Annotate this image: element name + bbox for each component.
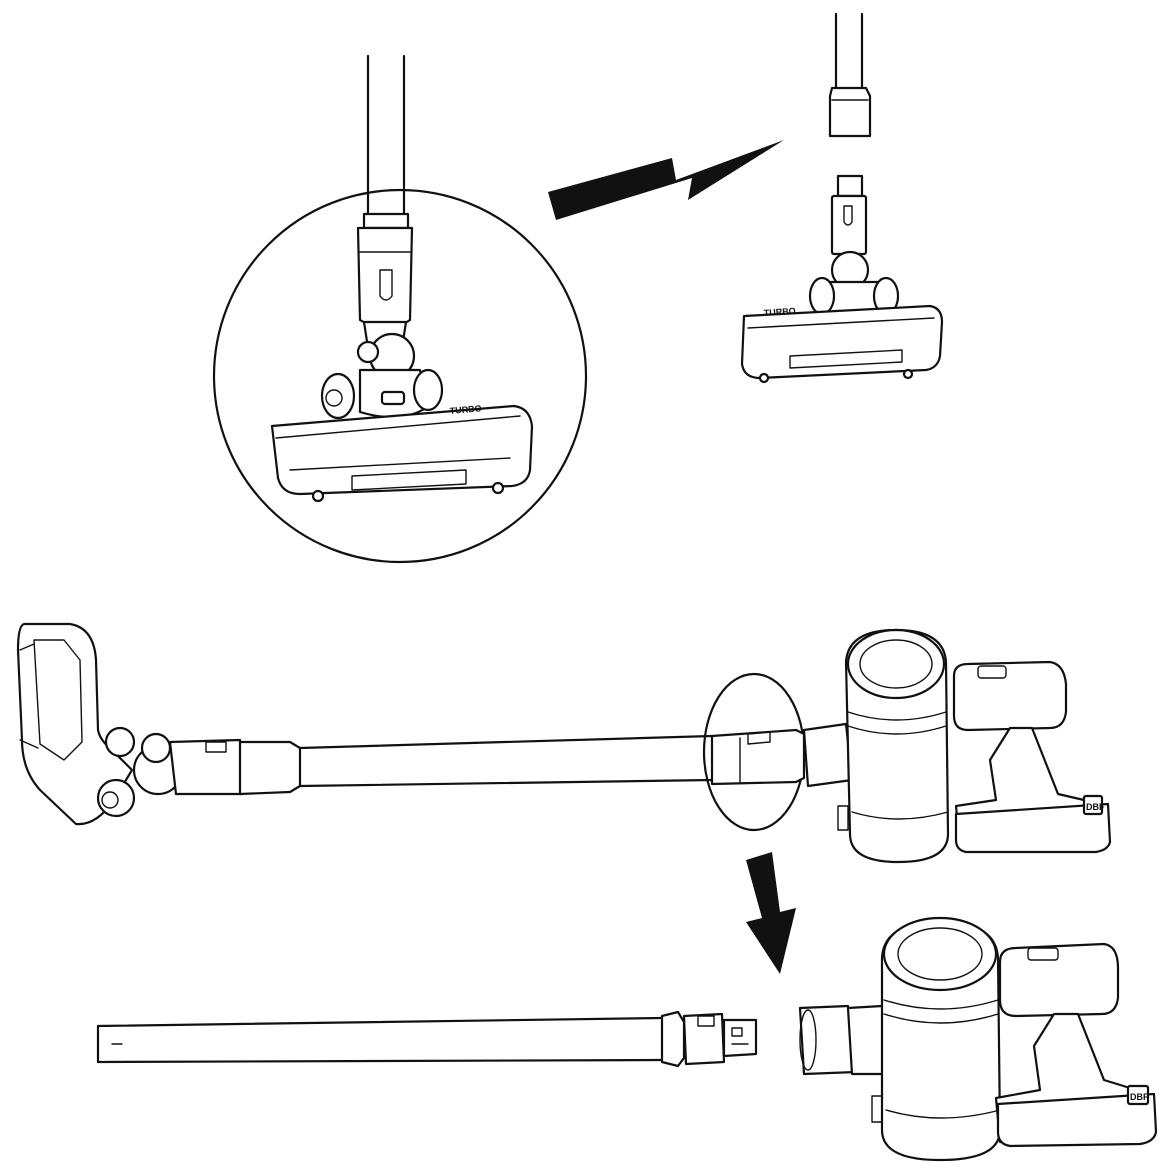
main-tube bbox=[238, 734, 714, 796]
detached-brush-head: TURBO bbox=[740, 174, 944, 384]
full-vacuum-assembled: DBF bbox=[16, 622, 1112, 864]
battery-label-top: DBF bbox=[1086, 802, 1105, 812]
brush-head-attached: TURBO bbox=[270, 403, 534, 503]
handheld-unit-bottom: DBF bbox=[798, 916, 1158, 1162]
separated-tube bbox=[96, 1010, 758, 1068]
battery-label-bottom: DBF bbox=[1130, 1092, 1149, 1102]
head-wheels bbox=[320, 368, 444, 420]
brush-head-side bbox=[16, 622, 244, 826]
swivel-joint bbox=[356, 320, 428, 419]
tube-upper bbox=[356, 54, 414, 330]
head-brand-label: TURBO bbox=[449, 403, 482, 416]
arrow-down bbox=[746, 852, 796, 974]
detail-circle-brush-attached: TURBO bbox=[212, 54, 588, 564]
handheld-unit-top: DBF bbox=[802, 628, 1112, 864]
detached-tube-end bbox=[828, 12, 872, 138]
detached-head-brand-label: TURBO bbox=[763, 306, 796, 318]
zoom-circle bbox=[212, 188, 588, 564]
arrow-right-top bbox=[548, 140, 784, 220]
